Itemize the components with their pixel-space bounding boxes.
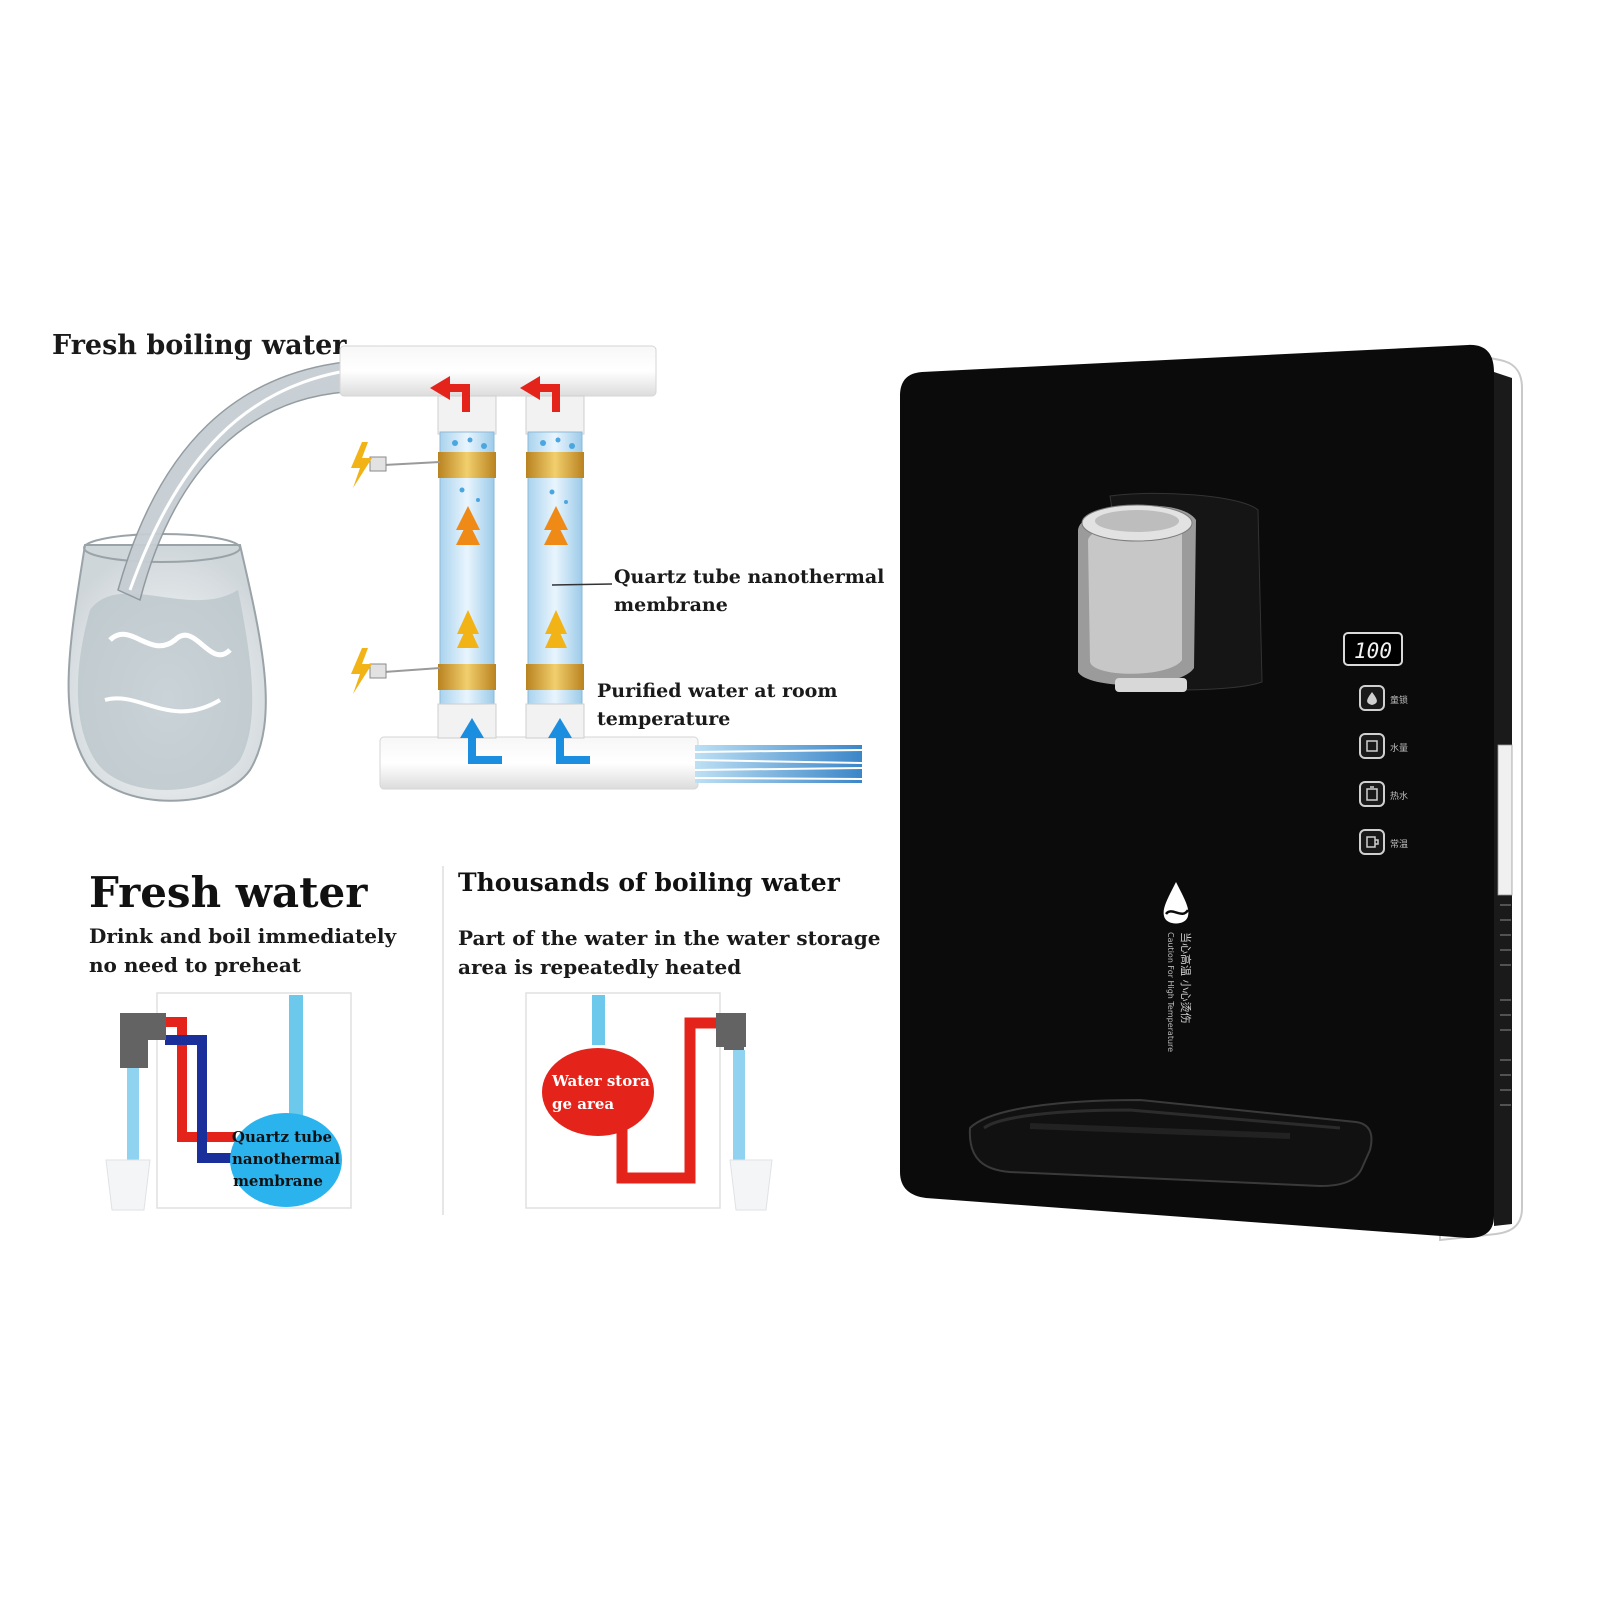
mug-icon <box>1366 836 1379 848</box>
button-label-1: 童锁 <box>1390 694 1408 706</box>
electrode-top <box>351 442 441 488</box>
quartz-tube-right <box>525 395 585 739</box>
left-bubble-line3: membrane <box>233 1172 323 1190</box>
lightning-icon <box>351 648 372 694</box>
hot-flow-arrow-right <box>520 376 560 412</box>
quartz-tube-bubble <box>230 1113 342 1207</box>
water-dispenser <box>900 344 1523 1242</box>
fresh-boiling-water-label: Fresh boiling water <box>52 330 347 361</box>
hot-flow-arrow-left <box>430 376 470 412</box>
inlet-label-line2: temperature <box>597 708 731 730</box>
drop-icon <box>1367 692 1377 705</box>
pouring-stream <box>117 361 346 602</box>
lightning-icon <box>351 442 372 488</box>
membrane-label-line2: membrane <box>614 594 728 616</box>
boiling-water-desc-line1: Part of the water in the water storage <box>458 926 881 950</box>
water-glass <box>67 533 267 802</box>
warning-text-en: Caution For High Temperature <box>1166 932 1175 1052</box>
cup-icon <box>1366 740 1378 752</box>
inlet-water-stream <box>694 745 863 783</box>
dispenser-button-3[interactable] <box>1359 781 1385 807</box>
cold-flow-arrow-right <box>548 718 590 764</box>
fresh-water-desc-line2: no need to preheat <box>89 953 302 977</box>
dispenser-button-4[interactable] <box>1359 829 1385 855</box>
right-bubble-line1: Water stora <box>551 1072 650 1090</box>
inlet-label-line1: Purified water at room <box>597 680 838 702</box>
temperature-readout: 100 <box>1354 639 1392 663</box>
left-bubble-line2: nanothermal <box>232 1150 340 1168</box>
fresh-water-desc-line1: Drink and boil immediately <box>89 924 397 948</box>
electrode-bottom <box>351 648 441 694</box>
kettle-icon <box>1366 786 1378 801</box>
warning-text-cn: 当心高温 小心烫伤 <box>1179 932 1193 1024</box>
button-label-4: 常温 <box>1390 838 1408 850</box>
button-label-3: 热水 <box>1390 790 1408 802</box>
fresh-water-title: Fresh water <box>89 868 368 917</box>
quartz-tube-left <box>437 395 497 739</box>
drip-tray <box>968 1098 1373 1188</box>
dispenser-button-2[interactable] <box>1359 733 1385 759</box>
membrane-leader-line <box>551 583 613 586</box>
outlet-pipe <box>339 345 657 397</box>
fresh-water-schematic <box>105 992 352 1211</box>
boiling-water-desc-line2: area is repeatedly heated <box>458 955 742 979</box>
water-storage-bubble <box>542 1048 654 1136</box>
right-bubble-line2: ge area <box>552 1095 614 1113</box>
cold-flow-arrow-left <box>460 718 502 764</box>
temperature-display-frame <box>1343 632 1403 666</box>
membrane-label-line1: Quartz tube nanothermal <box>614 566 885 588</box>
left-bubble-line1: Quartz tube <box>232 1128 332 1146</box>
boiling-water-title: Thousands of boiling water <box>458 868 840 897</box>
faucet-nozzle <box>1078 492 1263 692</box>
inlet-pipe <box>379 736 699 790</box>
button-label-2: 水量 <box>1390 742 1408 754</box>
dispenser-front-panel <box>900 344 1494 1238</box>
storage-water-schematic <box>525 992 773 1211</box>
